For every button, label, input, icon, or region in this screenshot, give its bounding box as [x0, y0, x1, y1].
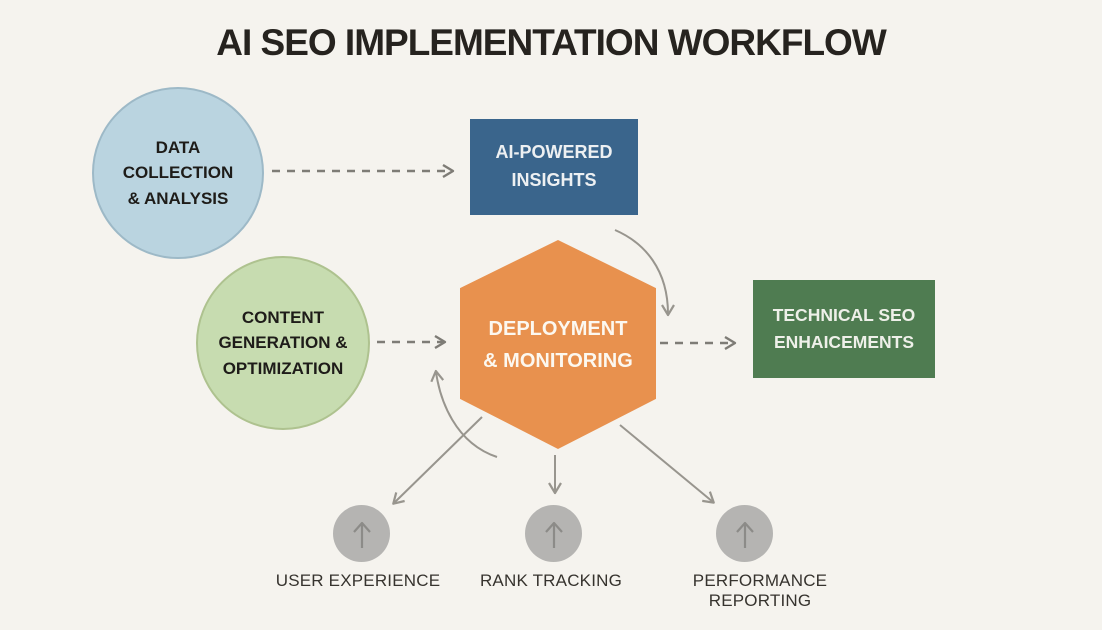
output-circle-rank-tracking — [525, 505, 582, 562]
node-ai-powered-insights-label: AI-POWERED INSIGHTS — [495, 142, 613, 190]
up-arrow-icon — [735, 521, 754, 548]
node-technical-seo-label: TECHNICAL SEO ENHAICEMENTS — [772, 304, 916, 352]
page-title: AI SEO IMPLEMENTATION WORKFLOW — [216, 22, 887, 63]
output-circle-performance-reporting — [716, 505, 773, 562]
arrow-to-performance-reporting — [619, 424, 715, 504]
arrow-to-user-experience — [392, 416, 483, 505]
node-data-collection: DATA COLLECTION & ANALYSIS — [92, 87, 264, 259]
node-content-generation-label: CONTENT GENERATION & OPTIMIZATION — [218, 307, 348, 378]
node-ai-powered-insights: AI-POWERED INSIGHTS — [470, 119, 638, 215]
output-label-user-experience: USER EXPERIENCE — [275, 571, 441, 590]
output-label-performance-reporting: PERFORMANCE REPORTING — [692, 571, 828, 610]
up-arrow-icon — [352, 521, 371, 548]
node-deployment-monitoring: DEPLOYMENT & MONITORING — [460, 240, 656, 449]
output-circle-user-experience — [333, 505, 390, 562]
node-content-generation: CONTENT GENERATION & OPTIMIZATION — [196, 256, 370, 430]
node-deployment-monitoring-label: DEPLOYMENT & MONITORING — [483, 317, 633, 372]
node-technical-seo: TECHNICAL SEO ENHAICEMENTS — [753, 280, 935, 378]
output-label-rank-tracking: RANK TRACKING — [479, 571, 623, 590]
node-data-collection-label: DATA COLLECTION & ANALYSIS — [122, 137, 234, 208]
up-arrow-icon — [544, 521, 563, 548]
